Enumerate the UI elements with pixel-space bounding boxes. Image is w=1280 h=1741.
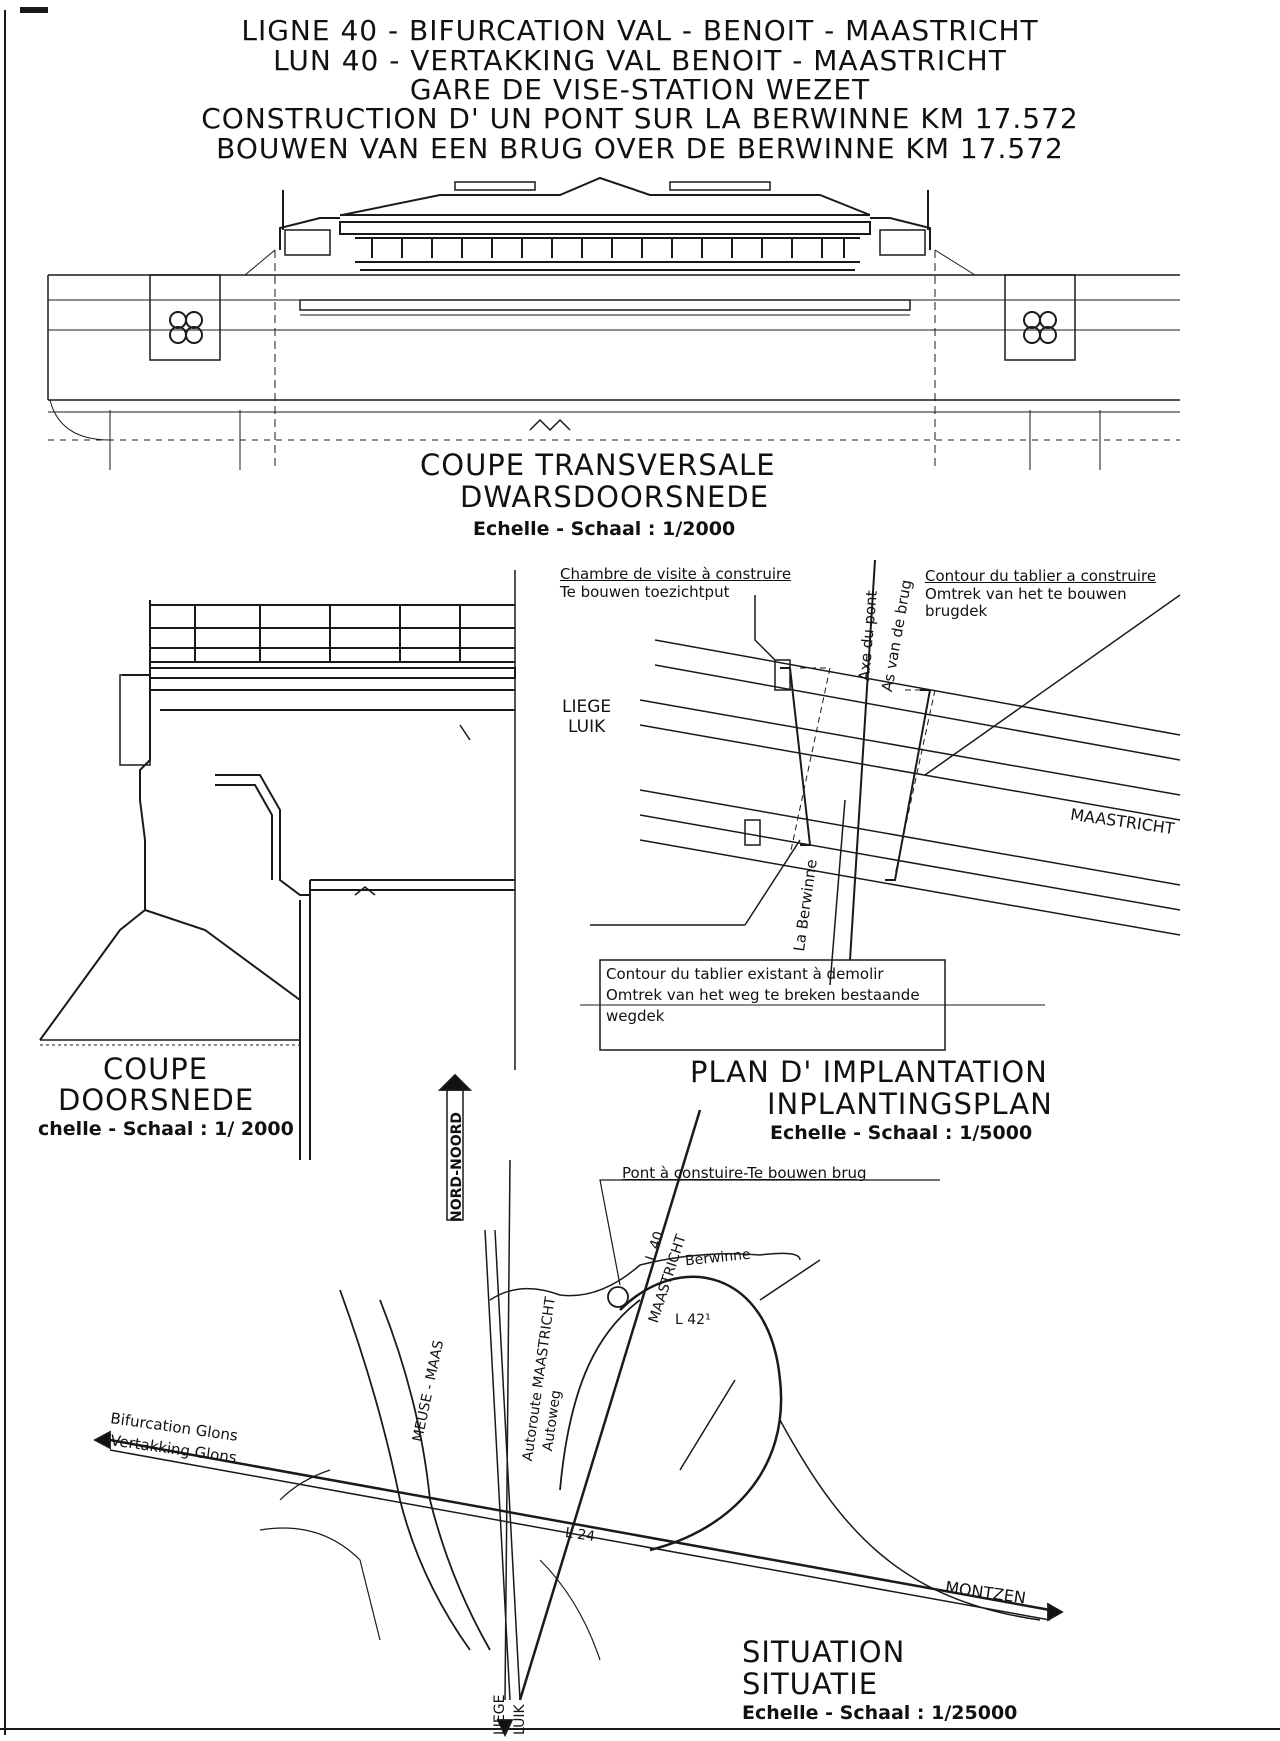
contour-new-label-fr: Contour du tablier a construire (925, 567, 1157, 585)
title-line-5: BOUWEN VAN EEN BRUG OVER DE BERWINNE KM … (216, 132, 1064, 165)
situation-luik-label: LUIK (512, 1704, 528, 1735)
l42-label: L 42¹ (675, 1312, 711, 1328)
contour-old-label-nl1: Omtrek van het weg te breken bestaande (606, 986, 920, 1004)
chamber-label-nl: Te bouwen toezichtput (560, 583, 730, 601)
section-drawing (39, 570, 516, 1160)
contour-new-label-nl1: Omtrek van het te bouwen (925, 585, 1127, 603)
section-title-nl: DOORSNEDE (58, 1083, 255, 1117)
sleeper-ticks (371, 238, 845, 258)
cross-section-drawing (47, 176, 1180, 470)
bridge-location-label: Pont à constuire-Te bouwen brug (622, 1164, 867, 1182)
situation-title-fr: SITUATION (742, 1635, 906, 1669)
title-line-4: CONSTRUCTION D' UN PONT SUR LA BERWINNE … (201, 102, 1079, 135)
contour-new-label-nl2: brugdek (925, 602, 988, 620)
cross-section-title-fr: COUPE TRANSVERSALE (420, 448, 776, 482)
plan-title-fr: PLAN D' IMPLANTATION (690, 1055, 1048, 1089)
section-scale: chelle - Schaal : 1/ 2000 (38, 1118, 294, 1140)
plan-liege-label: LIEGE (562, 697, 612, 717)
title-line-3: GARE DE VISE-STATION WEZET (409, 73, 871, 106)
cross-section-title-nl: DWARSDOORSNEDE (460, 480, 770, 514)
contour-old-label-nl2: wegdek (606, 1007, 665, 1025)
situation-title-nl: SITUATIE (742, 1667, 879, 1701)
plan-title-nl: INPLANTINGSPLAN (767, 1087, 1053, 1121)
title-line-1: LIGNE 40 - BIFURCATION VAL - BENOIT - MA… (241, 14, 1039, 47)
north-arrow-label: NORD-NOORD (449, 1111, 465, 1222)
title-line-2: LUN 40 - VERTAKKING VAL BENOIT - MAASTRI… (273, 44, 1007, 77)
situation-liege-label: LIEGE (492, 1694, 508, 1735)
situation-map (93, 1073, 1064, 1738)
plan-drawing (580, 559, 1181, 1051)
plan-scale: Echelle - Schaal : 1/5000 (770, 1122, 1033, 1144)
situation-scale: Echelle - Schaal : 1/25000 (742, 1702, 1018, 1724)
cross-section-scale: Echelle - Schaal : 1/2000 (473, 518, 736, 540)
contour-old-label-fr: Contour du tablier existant à demolir (606, 965, 884, 983)
section-title-fr: COUPE (103, 1052, 209, 1086)
chamber-label-fr: Chambre de visite à construire (560, 565, 792, 583)
plan-luik-label: LUIK (568, 717, 606, 737)
